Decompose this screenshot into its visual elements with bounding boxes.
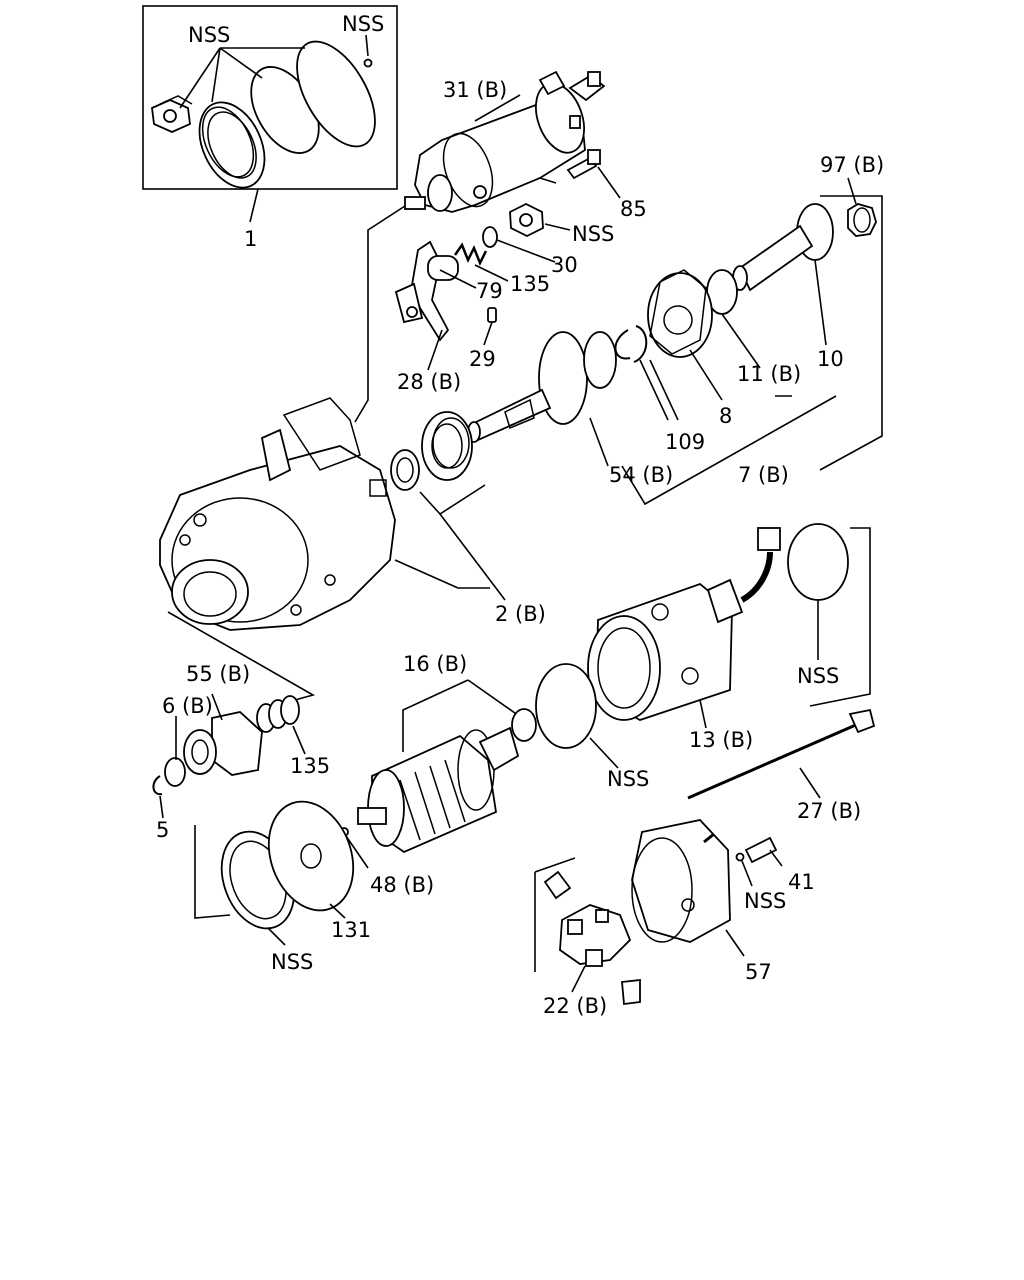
rear-o-ring [787, 523, 849, 601]
reduction-shaft [732, 203, 834, 292]
kit-oil-seal [198, 101, 266, 189]
label-48: 48 (B) [370, 873, 434, 897]
snap-ring-5 [152, 775, 163, 796]
armature [357, 726, 520, 854]
bearing-large [421, 411, 473, 481]
through-bolt [687, 708, 876, 800]
snap-ring-109 [614, 325, 648, 363]
label-31: 31 (B) [443, 78, 507, 102]
label-nss-oring-mid: NSS [607, 767, 649, 791]
overrunning-clutch [183, 711, 263, 776]
label-54: 54 (B) [609, 463, 673, 487]
label-10: 10 [817, 347, 844, 371]
label-135-top: 135 [510, 272, 550, 296]
label-41: 41 [788, 870, 815, 894]
label-135-bottom: 135 [290, 754, 330, 778]
rear-cover [631, 819, 731, 943]
label-8: 8 [719, 404, 732, 428]
kit-ball [363, 58, 373, 68]
label-nss-seal: NSS [271, 950, 313, 974]
label-nss-kit-a: NSS [188, 23, 230, 47]
label-57: 57 [745, 960, 772, 984]
label-2: 2 (B) [495, 602, 546, 626]
drive-shaft [467, 331, 617, 443]
label-27: 27 (B) [797, 799, 861, 823]
label-13: 13 (B) [689, 728, 753, 752]
label-nss-nut: NSS [572, 222, 614, 246]
rear-washer [735, 852, 745, 862]
brush-holder [543, 870, 641, 1006]
lever-pin [487, 307, 497, 323]
label-29: 29 [469, 347, 496, 371]
label-97: 97 (B) [820, 153, 884, 177]
label-nss-kit-b: NSS [342, 12, 384, 36]
kit-nut [151, 95, 193, 133]
label-6: 6 (B) [162, 694, 213, 718]
label-nss-oring-right: NSS [797, 664, 839, 688]
rear-screw [744, 836, 778, 864]
pinion-gear-97 [847, 203, 877, 237]
label-1: 1 [244, 227, 257, 251]
stop-collar [164, 757, 186, 787]
label-85: 85 [620, 197, 647, 221]
label-22: 22 (B) [543, 994, 607, 1018]
washer-30 [482, 226, 498, 248]
shift-lever [394, 240, 459, 342]
solenoid-nut [509, 202, 544, 238]
yoke [587, 527, 781, 721]
seal-kit-box [142, 5, 398, 223]
label-nss-washer: NSS [744, 889, 786, 913]
pinion-spring [256, 695, 300, 733]
label-131: 131 [331, 918, 371, 942]
bearing-small [390, 449, 420, 491]
label-16: 16 (B) [403, 652, 467, 676]
label-55: 55 (B) [186, 662, 250, 686]
label-79: 79 [476, 279, 503, 303]
label-7: 7 (B) [738, 463, 789, 487]
gear-housing [647, 269, 713, 358]
label-5: 5 [156, 818, 169, 842]
dust-plate [267, 800, 355, 912]
solenoid-switch [404, 70, 606, 213]
solenoid-bolt [566, 149, 601, 180]
label-109: 109 [665, 430, 705, 454]
yoke-o-ring [535, 663, 597, 749]
front-housing [159, 397, 396, 631]
label-11: 11 (B) [737, 362, 801, 386]
label-30: 30 [551, 253, 578, 277]
label-28: 28 (B) [397, 370, 461, 394]
armature-bearing [511, 708, 537, 742]
kit-o-ring-large [296, 40, 376, 148]
plunger-spring [453, 242, 488, 267]
